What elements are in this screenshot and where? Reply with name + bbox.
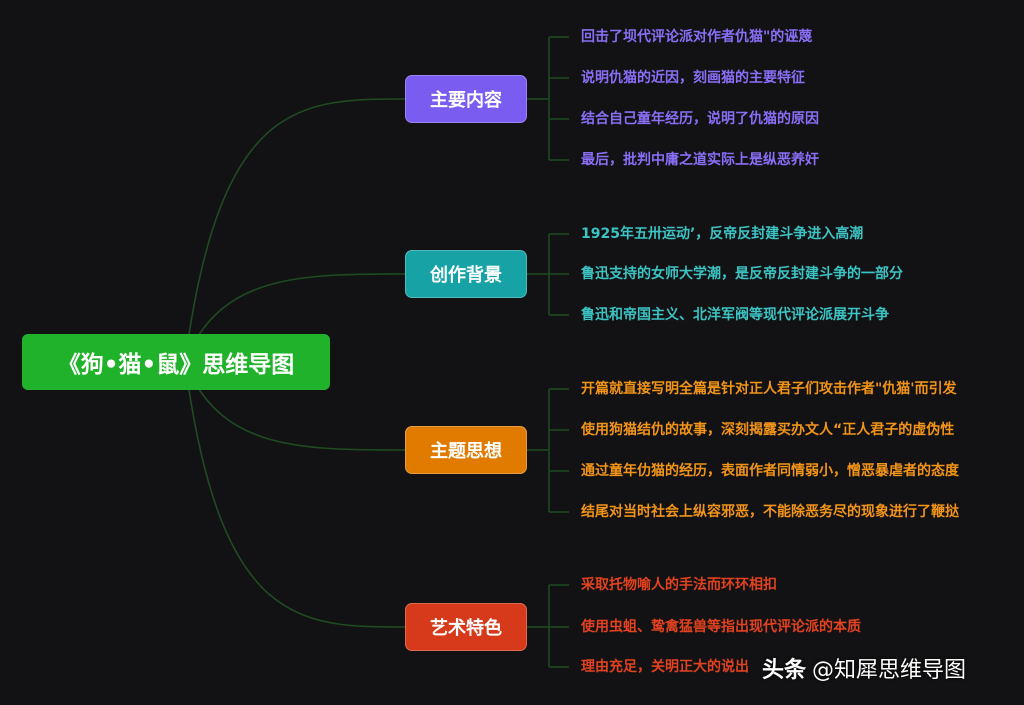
watermark-brand: 头条 bbox=[762, 658, 807, 683]
leaf-node[interactable]: 使用虫蛆、鸷禽猛兽等指出现代评论派的本质 bbox=[581, 619, 861, 635]
watermark: 头条@知犀思维导图 bbox=[762, 652, 966, 684]
watermark-account: @知犀思维导图 bbox=[812, 658, 967, 683]
leaf-node[interactable]: 回击了坝代评论派对作者仇猫"的诬蔑 bbox=[581, 29, 813, 45]
leaf-node[interactable]: 开篇就直接写明全篇是针对正人君子们攻击作者"仇猫'而引发 bbox=[581, 381, 957, 397]
root-node[interactable]: 《狗•猫•鼠》思维导图 bbox=[22, 334, 330, 390]
branch-theme[interactable]: 主题思想 bbox=[405, 426, 527, 474]
leaf-node[interactable]: 通过童年仂猫的经历，表面作者同情弱小，憎恶暴虐者的态度 bbox=[581, 463, 959, 479]
root-branch-connector bbox=[184, 273, 406, 363]
root-branch-connector bbox=[184, 361, 406, 451]
leaf-node[interactable]: 鲁迅和帝国主义、北洋军阀等现代评论派展开斗争 bbox=[581, 307, 889, 323]
branch-art-features[interactable]: 艺术特色 bbox=[405, 603, 527, 651]
branch-main-content[interactable]: 主要内容 bbox=[405, 75, 527, 123]
leaf-node[interactable]: 最后，批判中庸之道实际上是纵恶养奸 bbox=[581, 152, 819, 168]
leaf-node[interactable]: 结合自己童年经历，说明了仇猫的原因 bbox=[581, 111, 819, 127]
root-branch-connector bbox=[184, 98, 406, 363]
branch-background[interactable]: 创作背景 bbox=[405, 250, 527, 298]
leaf-node[interactable]: 理由充足，关明正大的说出 bbox=[581, 659, 749, 675]
leaf-node[interactable]: 1925年五卅运动’，反帝反封建斗争进入高潮 bbox=[581, 226, 864, 242]
leaf-node[interactable]: 鲁迅支持的女师大学潮，是反帝反封建斗争的一部分 bbox=[581, 266, 903, 282]
leaf-node[interactable]: 采取托物喻人的手法而环环相扣 bbox=[581, 577, 777, 593]
root-branch-connector bbox=[184, 361, 406, 628]
leaf-node[interactable]: 结尾对当时社会上纵容邪恶，不能除恶务尽的现象进行了鞭挞 bbox=[581, 504, 959, 520]
leaf-node[interactable]: 使用狗猫结仇的故事，深刻揭露买办文人“正人君子的虚伪性 bbox=[581, 422, 955, 438]
leaf-node[interactable]: 说明仇猫的近因，刻画猫的主要特征 bbox=[581, 70, 805, 86]
